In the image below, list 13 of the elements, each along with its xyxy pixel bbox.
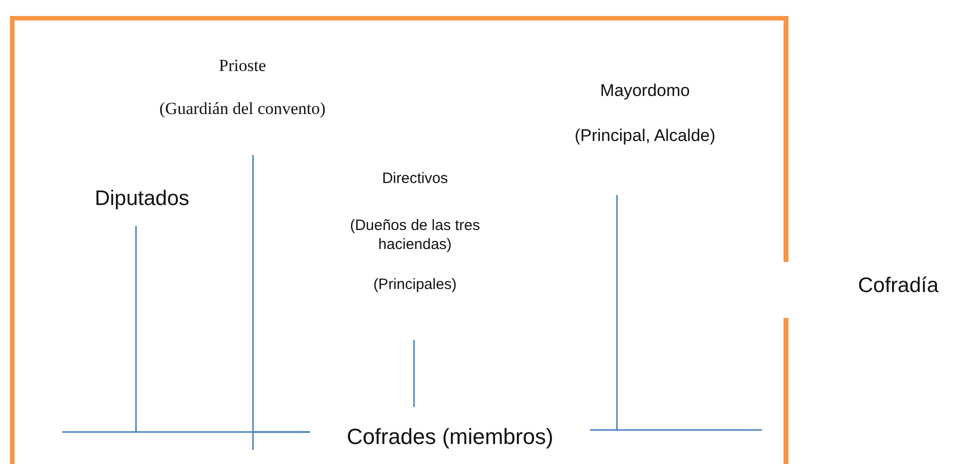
connector-line [252,155,310,433]
role-subtitle: (Principales) [372,276,458,295]
role-title: Directivos [381,170,449,189]
group-title: Cofradía [858,274,939,298]
role-title: Mayordomo [599,80,691,102]
connector-line [590,195,618,431]
role-subtitle: (Guardián del convento) [158,98,327,120]
connector-line [413,340,415,407]
role-subtitle: (Dueños de las tres haciendas) [348,216,482,254]
role-subtitle: (Principal, Alcalde) [574,125,716,146]
group-title: Cofrades (miembros) [346,423,554,450]
role-title: Prioste [218,55,268,76]
role-title: Diputados [94,186,190,212]
